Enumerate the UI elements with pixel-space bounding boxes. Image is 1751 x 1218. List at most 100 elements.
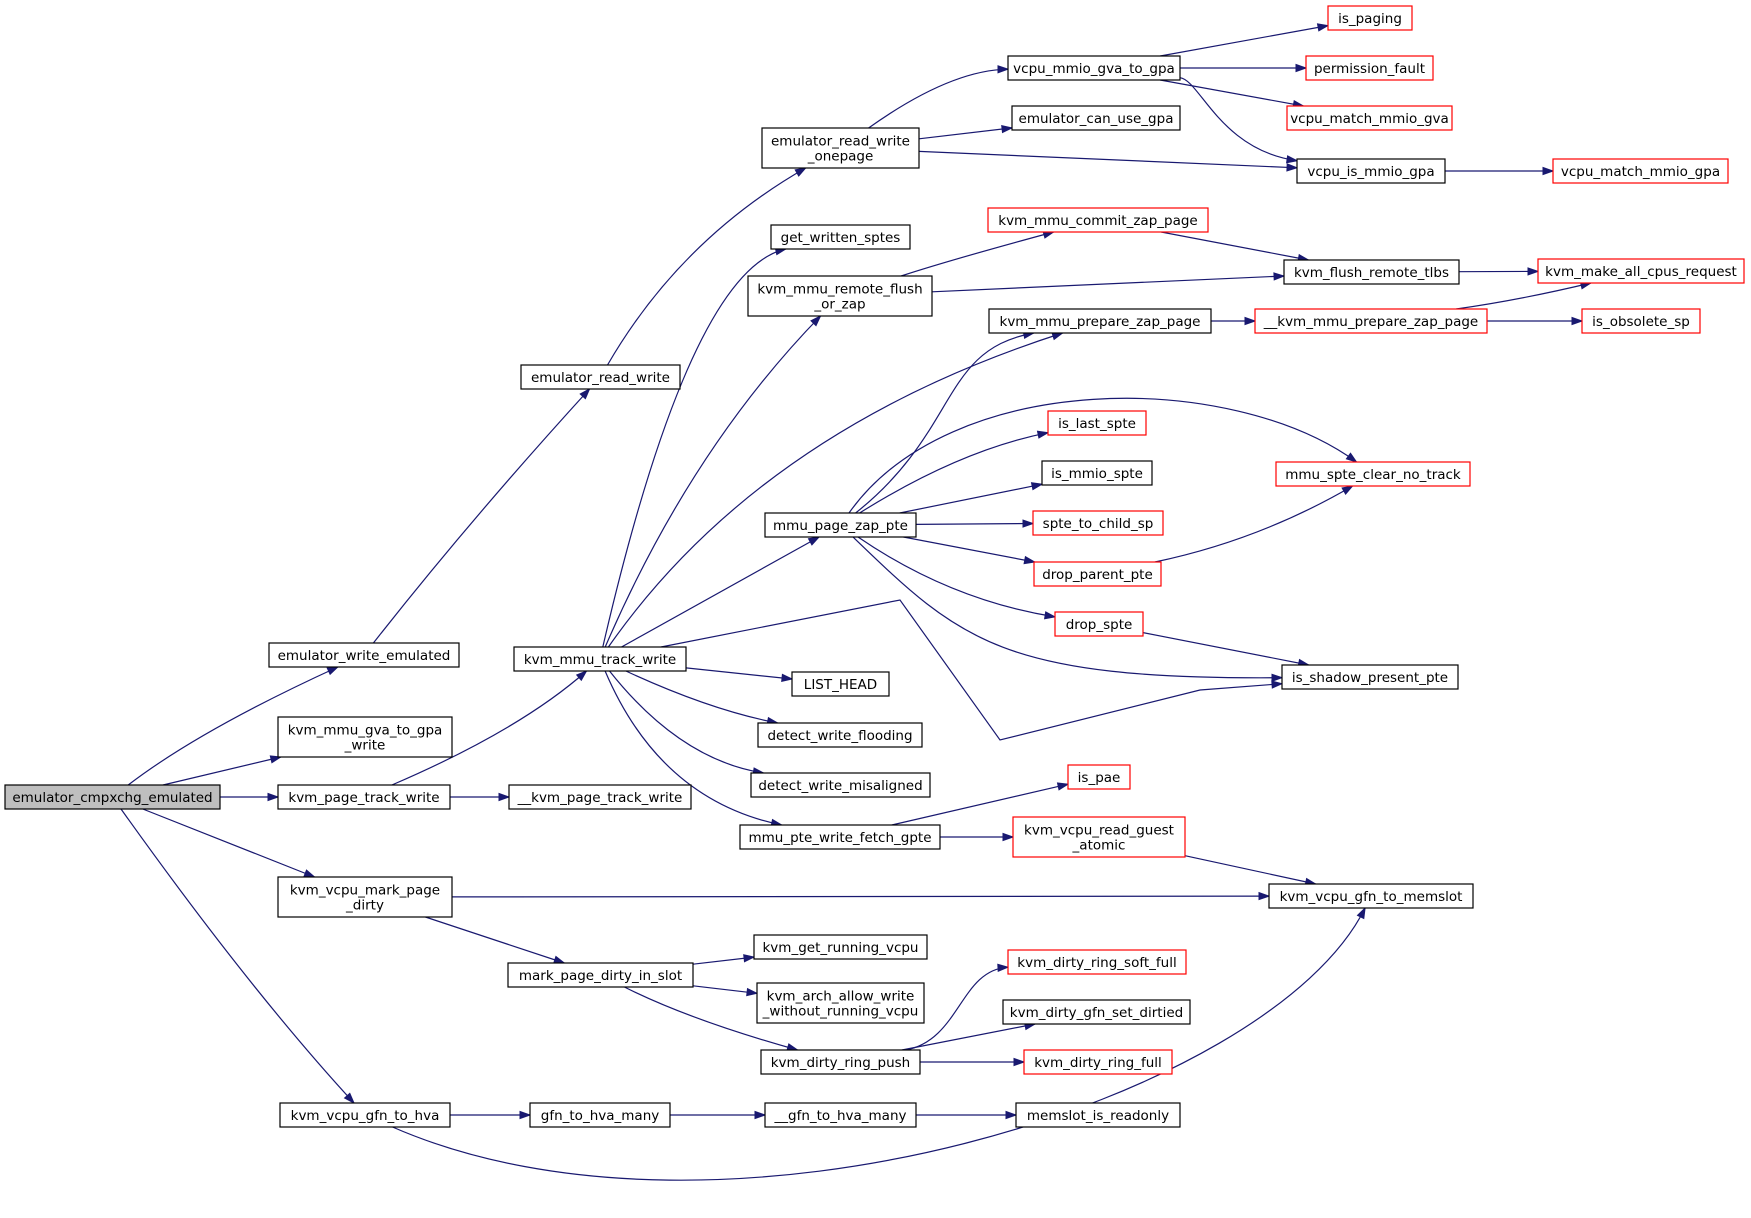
- node-box: [277, 784, 451, 810]
- call-edge: [1180, 63, 1308, 73]
- node-box: [1012, 816, 1186, 858]
- function-node-kvm-dirty-ring-full[interactable]: kvm_dirty_ring_full: [1023, 1049, 1173, 1075]
- node-box: [1033, 561, 1162, 587]
- arrowhead-icon: [1345, 452, 1358, 463]
- arrowhead-icon: [1022, 519, 1035, 528]
- function-node-emulator-read-write-onepage[interactable]: emulator_read_write_onepage: [761, 127, 920, 169]
- call-edge: [903, 536, 1037, 565]
- function-node-mmu-spte-clear-no-track[interactable]: mmu_spte_clear_no_track: [1275, 461, 1471, 487]
- function-node-kvm-mmu-track-write[interactable]: kvm_mmu_track_write: [513, 646, 687, 672]
- function-node-is-pae[interactable]: is_pae: [1067, 764, 1131, 790]
- function-node-is-paging[interactable]: is_paging: [1327, 5, 1413, 31]
- function-node-permission-fault[interactable]: permission_fault: [1305, 55, 1434, 81]
- function-node-emulator-can-use-gpa[interactable]: emulator_can_use_gpa: [1011, 105, 1181, 131]
- function-node-drop-spte[interactable]: drop_spte: [1054, 611, 1144, 637]
- function-node-is-shadow-present-pte[interactable]: is_shadow_present_pte: [1281, 664, 1459, 690]
- edge-line: [891, 783, 1069, 826]
- function-node-is-last-spte[interactable]: is_last_spte: [1047, 410, 1147, 436]
- function-node-emulator-write-emulated[interactable]: emulator_write_emulated: [268, 642, 460, 668]
- node-box: [988, 308, 1212, 334]
- function-node-kvm-mmu-remote-flush-or-zap[interactable]: kvm_mmu_remote_flush_or_zap: [747, 275, 933, 317]
- call-edge: [940, 832, 1015, 842]
- call-edge: [450, 1110, 532, 1120]
- arrowhead-icon: [267, 792, 280, 802]
- arrowhead-icon: [810, 314, 822, 327]
- node-label: kvm_page_track_write: [288, 790, 439, 806]
- node-box: [1281, 664, 1459, 690]
- function-node-get-written-sptes[interactable]: get_written_sptes: [770, 224, 911, 250]
- function-node-kvm-arch-allow-write-without-running-vcpu[interactable]: kvm_arch_allow_write_without_running_vcp…: [756, 982, 925, 1024]
- function-node-kvm-dirty-ring-soft-full[interactable]: kvm_dirty_ring_soft_full: [1007, 949, 1187, 975]
- call-edge: [120, 808, 356, 1105]
- function-node-detect-write-flooding[interactable]: detect_write_flooding: [757, 722, 923, 748]
- arrowhead-icon: [1056, 782, 1070, 791]
- function-node-vcpu-is-mmio-gpa[interactable]: vcpu_is_mmio_gpa: [1296, 158, 1446, 184]
- function-node-detect-write-misaligned[interactable]: detect_write_misaligned: [750, 772, 931, 798]
- edge-line: [918, 150, 1298, 169]
- edge-line: [142, 808, 315, 878]
- arrowhead-icon: [997, 65, 1010, 74]
- function-node-kvm-mmu-commit-zap-page[interactable]: kvm_mmu_commit_zap_page: [987, 207, 1209, 233]
- node-box: [1286, 105, 1453, 131]
- edge-line: [685, 667, 793, 680]
- node-box: [747, 275, 933, 317]
- function-node-kvm-dirty-gfn-set-dirtied[interactable]: kvm_dirty_gfn_set_dirtied: [1002, 999, 1191, 1025]
- function-node-kvm-mmu-prepare-zap-page[interactable]: __kvm_mmu_prepare_zap_page: [1254, 308, 1488, 334]
- function-node-kvm-mmu-gva-to-gpa-write[interactable]: kvm_mmu_gva_to_gpa_write: [277, 716, 453, 758]
- function-node-LIST-HEAD[interactable]: LIST_HEAD: [791, 671, 890, 697]
- function-node-emulator-read-write[interactable]: emulator_read_write: [520, 364, 681, 390]
- function-node-drop-parent-pte[interactable]: drop_parent_pte: [1033, 561, 1162, 587]
- function-node-kvm-mmu-prepare-zap-page[interactable]: kvm_mmu_prepare_zap_page: [988, 308, 1212, 334]
- edge-line: [606, 167, 806, 366]
- node-label: vcpu_is_mmio_gpa: [1307, 164, 1434, 180]
- node-label: kvm_arch_allow_write: [767, 989, 915, 1005]
- function-node-mmu-page-zap-pte[interactable]: mmu_page_zap_pte: [764, 512, 917, 538]
- call-edge: [1184, 855, 1318, 886]
- node-label: kvm_mmu_prepare_zap_page: [1000, 314, 1201, 330]
- function-node-is-mmio-spte[interactable]: is_mmio_spte: [1041, 460, 1153, 486]
- function-node-gfn-to-hva-many[interactable]: __gfn_to_hva_many: [764, 1102, 917, 1128]
- function-node-kvm-dirty-ring-push[interactable]: kvm_dirty_ring_push: [760, 1049, 921, 1075]
- call-edge: [1160, 231, 1310, 263]
- call-edge: [900, 230, 1056, 277]
- edge-line: [903, 536, 1035, 563]
- node-box: [1007, 55, 1181, 81]
- edge-line: [1160, 231, 1309, 261]
- node-box: [764, 1102, 917, 1128]
- call-edge: [918, 150, 1299, 172]
- arrowhead-icon: [781, 673, 794, 683]
- function-node-kvm-vcpu-gfn-to-hva[interactable]: kvm_vcpu_gfn_to_hva: [279, 1102, 451, 1128]
- function-node-emulator-cmpxchg-emulated[interactable]: emulator_cmpxchg_emulated: [4, 784, 221, 810]
- arrowhead-icon: [303, 869, 316, 878]
- function-node-kvm-vcpu-gfn-to-memslot[interactable]: kvm_vcpu_gfn_to_memslot: [1268, 883, 1474, 909]
- function-node-kvm-flush-remote-tlbs[interactable]: kvm_flush_remote_tlbs: [1283, 259, 1460, 285]
- function-node-kvm-vcpu-read-guest-atomic[interactable]: kvm_vcpu_read_guest_atomic: [1012, 816, 1186, 858]
- function-node-gfn-to-hva-many[interactable]: gfn_to_hva_many: [529, 1102, 671, 1128]
- node-label: kvm_mmu_gva_to_gpa: [288, 723, 443, 739]
- function-node-vcpu-match-mmio-gpa[interactable]: vcpu_match_mmio_gpa: [1552, 158, 1729, 184]
- function-node-mark-page-dirty-in-slot[interactable]: mark_page_dirty_in_slot: [507, 962, 694, 988]
- function-node-vcpu-mmio-gva-to-gpa[interactable]: vcpu_mmio_gva_to_gpa: [1007, 55, 1181, 81]
- function-node-mmu-pte-write-fetch-gpte[interactable]: mmu_pte_write_fetch_gpte: [739, 824, 941, 850]
- node-label: is_paging: [1338, 11, 1402, 27]
- function-node-spte-to-child-sp[interactable]: spte_to_child_sp: [1032, 510, 1164, 536]
- function-node-memslot-is-readonly[interactable]: memslot_is_readonly: [1015, 1102, 1181, 1128]
- edge-line: [1160, 25, 1329, 57]
- node-box: [513, 646, 687, 672]
- function-node-vcpu-match-mmio-gva[interactable]: vcpu_match_mmio_gva: [1286, 105, 1453, 131]
- arrowhead-icon: [1286, 155, 1299, 164]
- node-label: kvm_get_running_vcpu: [762, 940, 918, 956]
- function-node-kvm-get-running-vcpu[interactable]: kvm_get_running_vcpu: [753, 934, 928, 960]
- node-label: kvm_mmu_remote_flush: [757, 282, 922, 298]
- node-box: [4, 784, 221, 810]
- function-node-kvm-page-track-write[interactable]: __kvm_page_track_write: [508, 784, 692, 810]
- function-node-kvm-make-all-cpus-request[interactable]: kvm_make_all_cpus_request: [1537, 258, 1745, 284]
- node-box: [1047, 410, 1147, 436]
- function-node-is-obsolete-sp[interactable]: is_obsolete_sp: [1581, 308, 1701, 334]
- arrowhead-icon: [519, 1110, 532, 1120]
- function-node-kvm-page-track-write[interactable]: kvm_page_track_write: [277, 784, 451, 810]
- node-label: emulator_read_write: [771, 134, 910, 150]
- call-edge: [451, 891, 1271, 901]
- function-node-kvm-vcpu-mark-page-dirty[interactable]: kvm_vcpu_mark_page_dirty: [277, 876, 453, 918]
- node-label: kvm_vcpu_mark_page: [290, 883, 440, 899]
